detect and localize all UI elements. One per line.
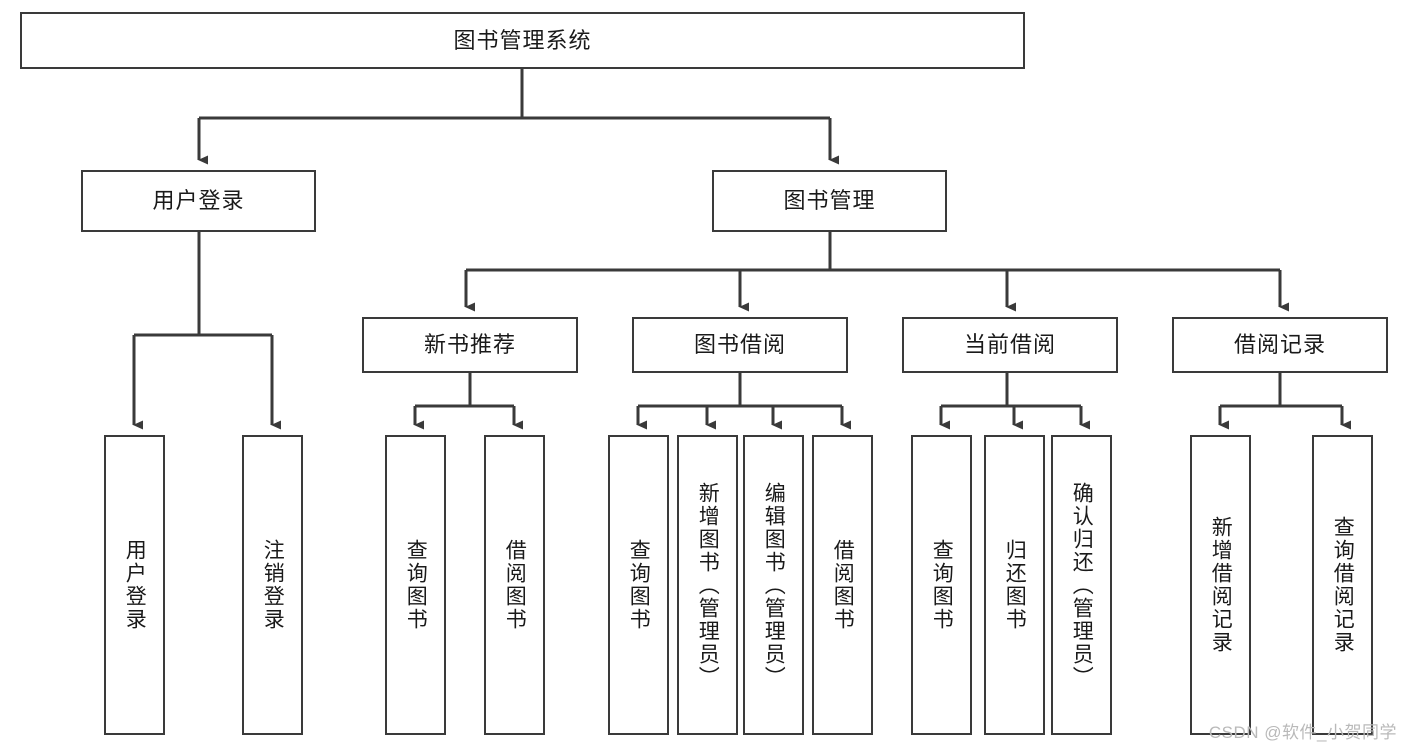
node-leaf-borrow-books-newbook[interactable]: 借阅图书 [484, 435, 545, 735]
node-label: 新增借阅记录 [1209, 516, 1233, 654]
node-label: 查询图书 [404, 539, 428, 631]
edge-group-newbook-to-leaves [413, 373, 523, 430]
node-root-book-management-system[interactable]: 图书管理系统 [20, 12, 1025, 69]
node-label: 新书推荐 [423, 332, 516, 357]
node-book-management[interactable]: 图书管理 [712, 170, 947, 232]
node-leaf-add-borrow-record[interactable]: 新增借阅记录 [1190, 435, 1251, 735]
node-label: 图书管理 [783, 188, 876, 213]
edge-group-records-to-leaves [1218, 373, 1351, 430]
edge-group-borrow-to-leaves [636, 373, 851, 430]
node-label: 新增图书（管理员） [696, 481, 720, 689]
node-label: 注销登录 [261, 539, 285, 631]
node-leaf-borrow-books[interactable]: 借阅图书 [812, 435, 873, 735]
node-label: 用户登录 [123, 539, 147, 631]
node-leaf-query-books-current[interactable]: 查询图书 [911, 435, 972, 735]
node-current-borrowing[interactable]: 当前借阅 [902, 317, 1118, 373]
edge-group-current-to-leaves [939, 373, 1090, 430]
node-label: 查询借阅记录 [1331, 516, 1355, 654]
node-leaf-logout[interactable]: 注销登录 [242, 435, 303, 735]
node-label: 借阅图书 [503, 539, 527, 631]
node-book-borrowing[interactable]: 图书借阅 [632, 317, 848, 373]
node-label: 图书管理系统 [453, 27, 592, 53]
node-label: 借阅图书 [831, 539, 855, 631]
node-label: 查询图书 [930, 539, 954, 631]
node-leaf-add-book-admin[interactable]: 新增图书（管理员） [677, 435, 738, 735]
node-label: 编辑图书（管理员） [762, 481, 786, 689]
edge-group-bookmgmt-to-level3 [464, 232, 1289, 312]
node-leaf-user-login[interactable]: 用户登录 [104, 435, 165, 735]
node-user-login[interactable]: 用户登录 [81, 170, 316, 232]
node-leaf-edit-book-admin[interactable]: 编辑图书（管理员） [743, 435, 804, 735]
node-leaf-query-books-newbook[interactable]: 查询图书 [385, 435, 446, 735]
node-leaf-query-borrow-record[interactable]: 查询借阅记录 [1312, 435, 1373, 735]
node-leaf-query-books-borrow[interactable]: 查询图书 [608, 435, 669, 735]
node-label: 归还图书 [1003, 539, 1027, 631]
node-label: 查询图书 [627, 539, 651, 631]
node-new-book-recommendation[interactable]: 新书推荐 [362, 317, 578, 373]
edge-group-root-to-level2 [197, 69, 839, 165]
node-label: 确认归还（管理员） [1070, 481, 1094, 689]
node-label: 用户登录 [152, 188, 245, 213]
edge-group-userlogin-to-leaves [132, 232, 281, 430]
node-leaf-return-books[interactable]: 归还图书 [984, 435, 1045, 735]
node-label: 当前借阅 [963, 332, 1056, 357]
node-label: 借阅记录 [1233, 332, 1326, 357]
node-label: 图书借阅 [693, 332, 786, 357]
node-leaf-confirm-return-admin[interactable]: 确认归还（管理员） [1051, 435, 1112, 735]
node-borrowing-records[interactable]: 借阅记录 [1172, 317, 1388, 373]
